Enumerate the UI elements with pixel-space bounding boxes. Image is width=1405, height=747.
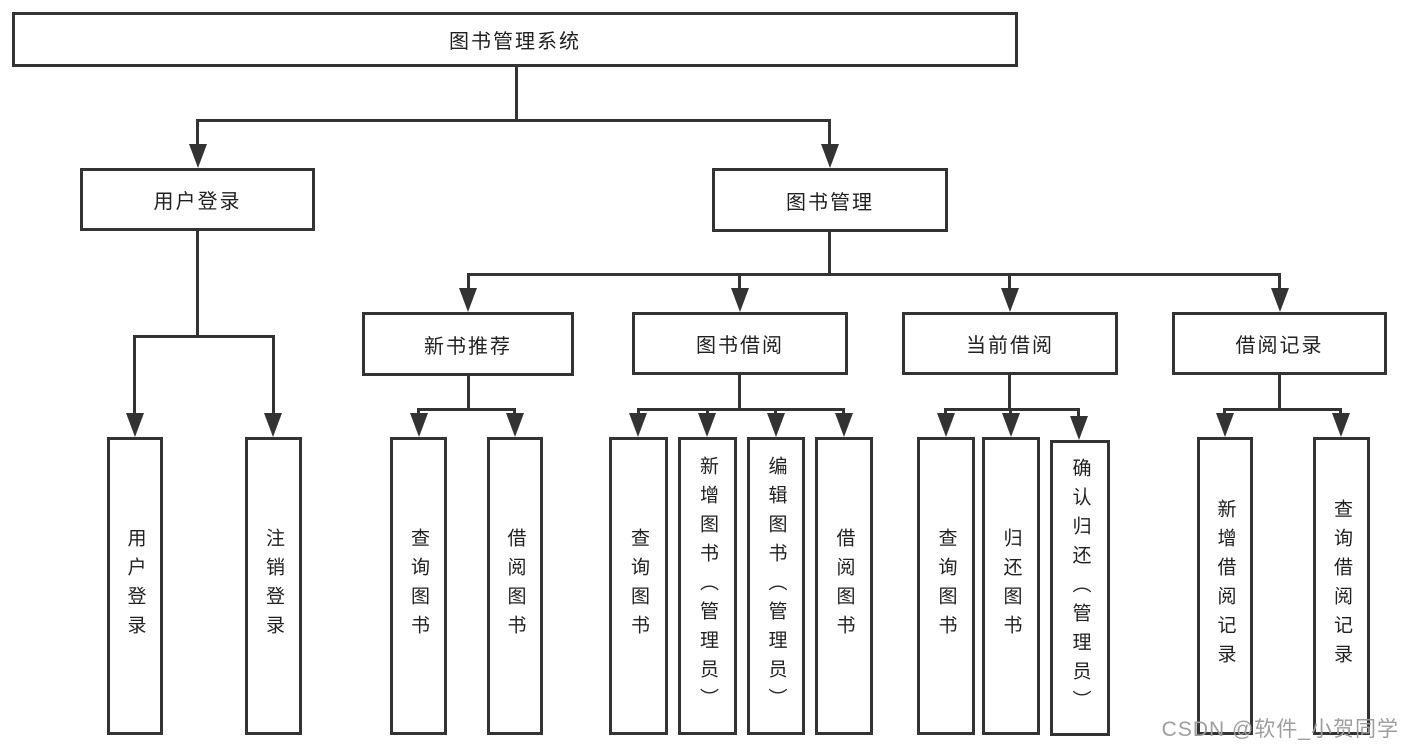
connector-book-management-stem — [828, 232, 831, 273]
node-borrow-records: 借阅记录 — [1172, 312, 1387, 375]
connector-drop — [774, 408, 777, 415]
connector-root-stem — [515, 67, 518, 119]
arrow-down-icon — [937, 413, 955, 437]
connector-recommend-stem — [467, 376, 470, 408]
node-query-borrow-record: 查询借阅记录 — [1313, 437, 1370, 735]
connector-drop-new-book-recommend — [467, 273, 470, 290]
arrow-down-icon — [506, 413, 524, 437]
arrow-down-icon — [1271, 288, 1289, 312]
watermark: CSDN @软件_小贺同学 — [1161, 718, 1399, 741]
connector-level3-branch — [467, 273, 1281, 276]
connector-drop — [417, 408, 420, 415]
node-edit-book-admin: 编辑图书（管理员） — [747, 437, 805, 735]
arrow-down-icon — [698, 413, 716, 437]
connector-user-login-stem — [196, 231, 199, 335]
arrow-down-icon — [835, 413, 853, 437]
connector-drop-current-borrow — [1008, 273, 1011, 290]
connector-drop-user-login-leaf — [133, 335, 136, 415]
node-user-login: 用户登录 — [80, 168, 315, 231]
node-borrow-books-borrow: 借阅图书 — [815, 437, 873, 735]
node-library-management-system: 图书管理系统 — [12, 12, 1018, 67]
node-book-management: 图书管理 — [712, 168, 948, 232]
arrow-down-icon — [1070, 416, 1088, 440]
connector-current-stem — [1008, 375, 1011, 408]
arrow-down-icon — [767, 413, 785, 437]
connector-drop-book-borrow — [738, 273, 741, 290]
arrow-down-icon — [1216, 413, 1234, 437]
arrow-down-icon — [629, 413, 647, 437]
arrow-down-icon — [189, 144, 207, 168]
node-borrow-books-recommend: 借阅图书 — [487, 437, 543, 735]
connector-drop — [1077, 408, 1080, 418]
connector-drop — [637, 408, 640, 415]
connector-drop — [842, 408, 845, 415]
node-logout: 注销登录 — [245, 437, 302, 735]
node-query-books-current: 查询图书 — [917, 437, 975, 735]
connector-root-branch — [196, 119, 831, 122]
connector-records-stem — [1278, 375, 1281, 408]
connector-drop — [944, 408, 947, 415]
arrow-down-icon — [821, 144, 839, 168]
node-add-book-admin: 新增图书（管理员） — [678, 437, 737, 735]
connector-borrow-stem — [738, 375, 741, 408]
connector-current-branch — [944, 408, 1080, 411]
connector-drop-book-management — [828, 119, 831, 146]
connector-drop-logout — [272, 335, 275, 415]
connector-drop — [513, 408, 516, 415]
node-book-borrow: 图书借阅 — [632, 312, 848, 375]
node-new-book-recommend: 新书推荐 — [362, 312, 574, 376]
arrow-down-icon — [126, 413, 144, 437]
arrow-down-icon — [1332, 413, 1350, 437]
connector-records-branch — [1223, 408, 1342, 411]
arrow-down-icon — [264, 413, 282, 437]
connector-user-login-branch — [133, 335, 274, 338]
connector-drop — [706, 408, 709, 415]
connector-drop — [1223, 408, 1226, 415]
connector-borrow-branch — [637, 408, 845, 411]
arrow-down-icon — [459, 288, 477, 312]
connector-drop — [1009, 408, 1012, 415]
node-return-book: 归还图书 — [982, 437, 1040, 735]
node-confirm-return-admin: 确认归还（管理员） — [1050, 440, 1110, 736]
node-user-login-leaf: 用户登录 — [107, 437, 163, 735]
node-query-books-recommend: 查询图书 — [390, 437, 447, 735]
connector-drop — [1339, 408, 1342, 415]
node-query-books-borrow: 查询图书 — [609, 437, 668, 735]
connector-recommend-branch — [417, 408, 516, 411]
connector-drop-user-login — [196, 119, 199, 146]
arrow-down-icon — [731, 288, 749, 312]
arrow-down-icon — [1001, 288, 1019, 312]
node-current-borrow: 当前借阅 — [902, 312, 1118, 375]
connector-drop-borrow-records — [1278, 273, 1281, 290]
arrow-down-icon — [410, 413, 428, 437]
arrow-down-icon — [1002, 413, 1020, 437]
node-add-borrow-record: 新增借阅记录 — [1197, 437, 1253, 735]
